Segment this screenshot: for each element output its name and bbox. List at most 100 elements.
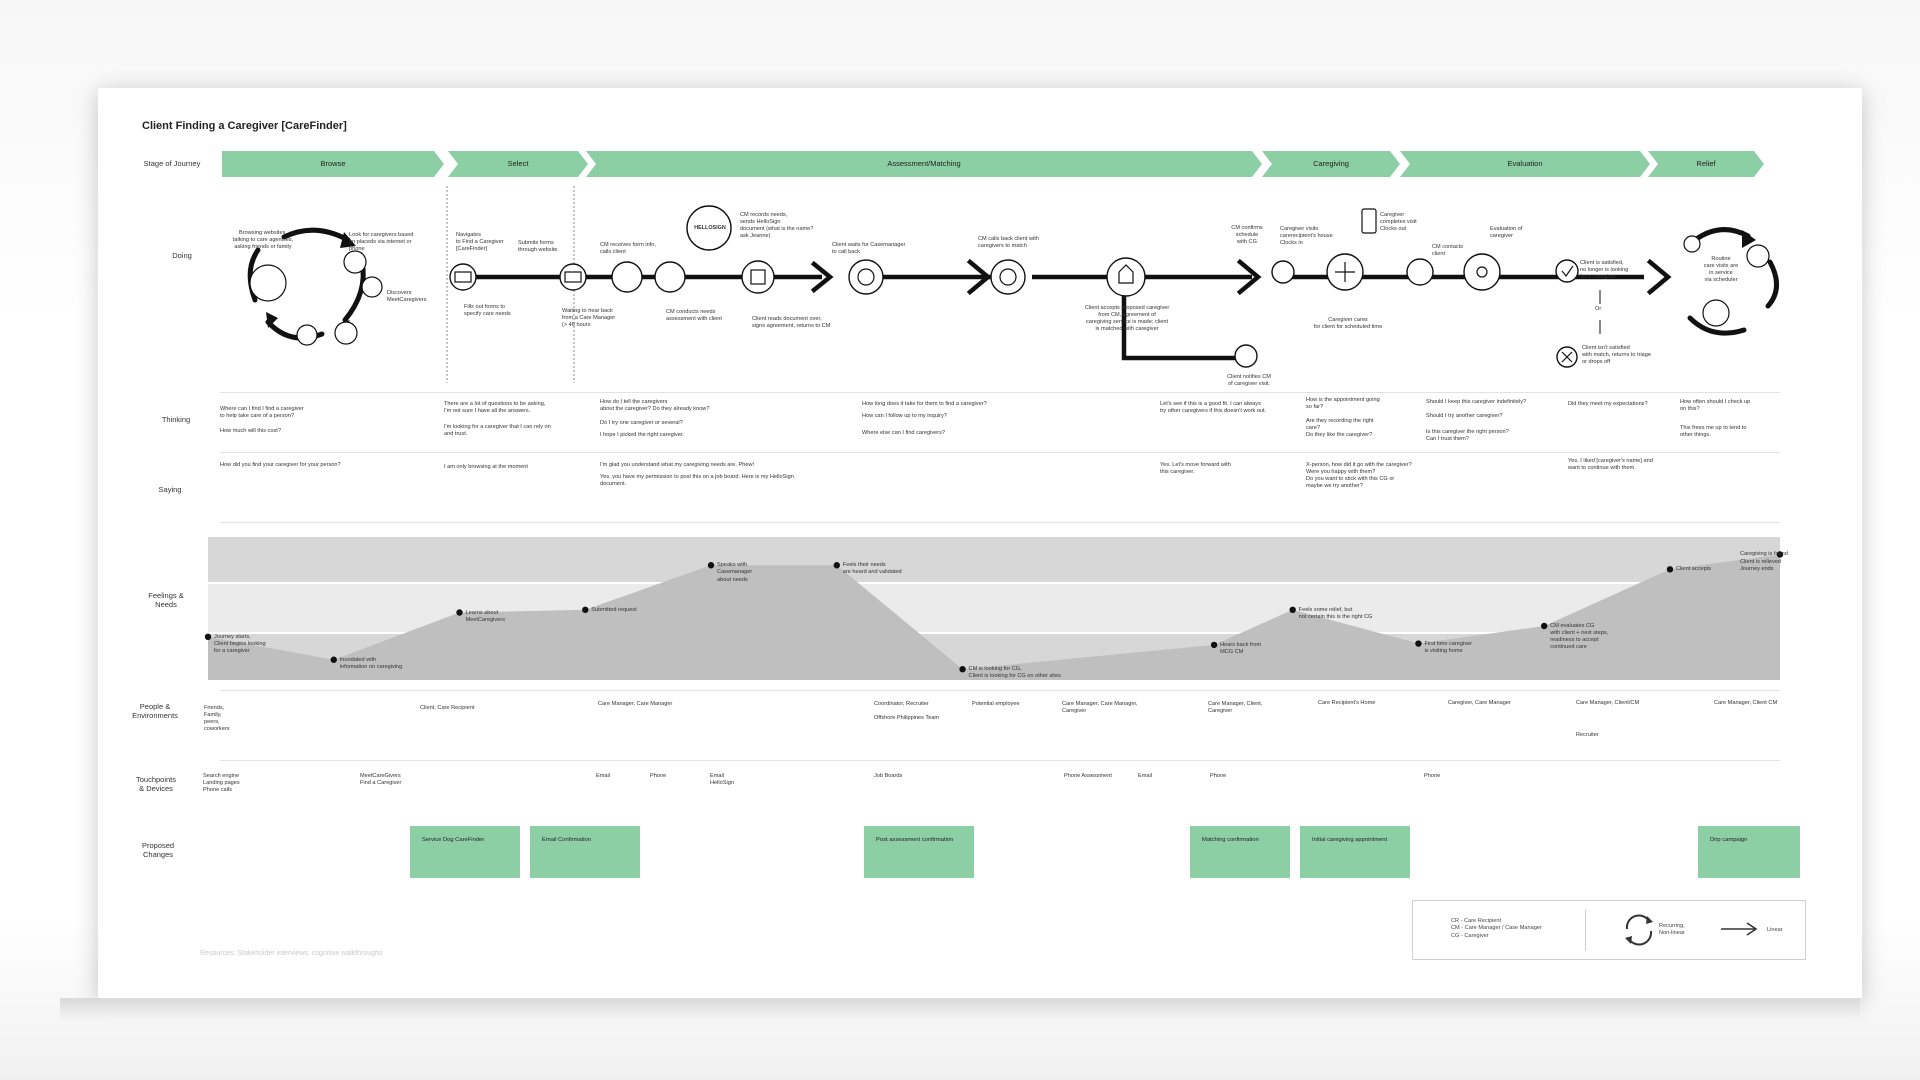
people-note: Care Manager, Care Manager	[598, 701, 673, 707]
feelings-point-label: First time caregiver is visiting home	[1424, 640, 1472, 654]
thinking-note: Where can I find I find a caregiver to h…	[220, 406, 304, 420]
row-divider	[220, 690, 1780, 691]
thinking-note: How often should I check up on this?	[1680, 399, 1751, 413]
thinking-note: Do I try one caregiver or several?	[600, 420, 683, 426]
thinking-note: How long does it take for them to find a…	[862, 401, 987, 407]
feelings-point	[582, 606, 589, 613]
thinking-note: Should I keep this caregiver indefinitel…	[1426, 399, 1527, 405]
thinking-note: This frees me up to tend to other things…	[1680, 425, 1747, 439]
feelings-point-label: Journey starts, Client begins looking fo…	[214, 633, 266, 655]
thinking-note: How much will this cost?	[220, 428, 281, 434]
legend-linear-label: Linear	[1767, 927, 1783, 933]
doing-note: Fills out forms to specify care needs	[464, 304, 511, 318]
people-note: Coordinator, Recruiter	[874, 701, 929, 707]
resources-note: Resources: Stakeholder interviews, cogni…	[200, 950, 383, 957]
touchpoint-note: Phone Assessment	[1064, 773, 1112, 779]
feelings-area	[208, 554, 1780, 680]
touchpoint-note: Job Boards	[874, 773, 903, 779]
proposed-change-card[interactable]: Post assessment confirmation	[864, 826, 974, 878]
stage-label: Browse	[320, 159, 346, 168]
row-label-people: People & Environments	[132, 702, 178, 720]
feelings-point-label: Speaks with Casemanager about needs	[717, 562, 753, 583]
doing-note: CM conducts needs assessment with client	[666, 309, 722, 323]
stage-banner-select: Select	[448, 151, 588, 177]
proposed-change-card[interactable]: Service Dog CareFinder	[410, 826, 520, 878]
feelings-point-label: Learns about MeetCaregivers	[465, 609, 505, 623]
people-note: Recruiter	[1576, 732, 1599, 738]
doing-note: CM contacts client	[1432, 244, 1464, 258]
touchpoint-note: Phone	[650, 773, 667, 779]
row-label-doing: Doing	[172, 251, 192, 260]
saying-note: Yes, you have my permission to post this…	[600, 474, 794, 488]
feelings-point-label: Hears back from MCG CM	[1220, 641, 1262, 656]
touchpoint-note: Search engine Landing pages Phone calls	[203, 773, 240, 794]
saying-note: I'm glad you understand what my caregivi…	[600, 462, 755, 468]
saying-note: Yes. Let's move forward with this caregi…	[1160, 462, 1231, 476]
doing-note: Caregiver cares for client for scheduled…	[1313, 317, 1383, 331]
thinking-note: Is this caregiver the right person? Can …	[1426, 429, 1509, 443]
stage-label: Assessment/Matching	[887, 159, 961, 168]
feelings-point	[204, 633, 212, 640]
legend-divider	[1585, 909, 1586, 951]
doing-note: Client isn't satisfied with match, retur…	[1582, 345, 1652, 366]
page-title: Client Finding a Caregiver [CareFinder]	[142, 120, 347, 132]
doing-note: Client reads document over, signs agreem…	[752, 316, 831, 330]
legend: CR - Care Recipient CM - Care Manager / …	[1412, 900, 1806, 960]
feelings-point	[959, 666, 966, 673]
thinking-note: I'm looking for a caregiver that I can r…	[444, 424, 551, 438]
feelings-point	[1289, 606, 1296, 613]
doing-note: Client waits for Casemanager to call bac…	[832, 242, 906, 256]
doing-note: CM receives form info, calls client	[600, 242, 656, 256]
touchpoint-note: MeetCareGivers Find a Caregiver	[360, 773, 402, 787]
stage-banner-caregiving: Caregiving	[1262, 151, 1400, 177]
people-note: Potential employee	[972, 701, 1020, 707]
proposed-change-card[interactable]: Email Confirmation	[530, 826, 640, 878]
stage-label: Select	[507, 159, 529, 168]
doing-note: Caregiver visits carerecipient's house C…	[1280, 226, 1333, 247]
thinking-note: Should I try another caregiver?	[1426, 413, 1503, 419]
feelings-point-label: Client accepts	[1675, 566, 1712, 573]
row-divider	[220, 452, 1780, 453]
legend-abbreviations: CR - Care Recipient CM - Care Manager / …	[1451, 918, 1542, 939]
row-label-touchpoints: Touchpoints & Devices	[135, 775, 177, 793]
touchpoint-note: Email	[596, 773, 610, 779]
people-note: Caregiver, Care Manager	[1448, 700, 1511, 706]
board-shadow	[60, 998, 1860, 1020]
stage-label: Relief	[1696, 159, 1716, 168]
row-divider	[220, 522, 1780, 523]
feelings-point	[1210, 641, 1218, 649]
row-label-thinking: Thinking	[161, 415, 191, 424]
doing-note: Client notifies CM of caregiver visit.	[1227, 374, 1271, 388]
people-note: Care Manager, Client/CM	[1576, 700, 1640, 706]
proposed-change-card[interactable]: Drip campaign	[1698, 826, 1800, 878]
feelings-point	[833, 562, 840, 569]
doing-note: Submits forms through website	[518, 240, 558, 254]
feelings-point	[1776, 551, 1784, 558]
saying-note: How did you find your caregiver for your…	[220, 462, 341, 468]
feelings-point	[707, 562, 715, 569]
feelings-point-label: Submitted request	[591, 606, 637, 613]
feelings-point-label: Inundated with information on caregiving	[339, 656, 403, 670]
row-label-saying: Saying	[158, 485, 182, 494]
doing-note: Navigates to Find a Caregiver [CareFinde…	[456, 232, 504, 253]
proposed-change-card[interactable]: Initial caregiving appointment	[1300, 826, 1410, 878]
people-note: Care Manager, Care Manager, Caregiver	[1062, 701, 1138, 715]
thinking-note: How can I follow up to my inquiry?	[862, 413, 947, 419]
touchpoint-note: Phone	[1210, 773, 1227, 779]
linear-arrow-icon	[1721, 922, 1758, 936]
proposed-change-card[interactable]: Matching confirmation	[1190, 826, 1290, 878]
doing-note: Look for caregivers based on placeds via…	[349, 232, 414, 253]
touchpoint-note: Phone	[1424, 773, 1441, 779]
feelings-point	[1415, 640, 1422, 647]
doing-note: Waiting to hear back from a Care Manager…	[562, 308, 616, 329]
thinking-note: There are a lot of questions to be askin…	[444, 401, 546, 415]
doing-note: Routine care visits are in service via s…	[1703, 256, 1739, 284]
thinking-note: Let's see if this is a good fit. I can a…	[1160, 401, 1267, 415]
stage-banner-evaluation: Evaluation	[1400, 151, 1650, 177]
doing-note: CM calls back client with caregivers to …	[978, 236, 1039, 250]
row-divider	[220, 760, 1780, 761]
feelings-point-label: CM evaluates CG with client + next steps…	[1550, 623, 1609, 651]
saying-note: X-person, how did it go with the caregiv…	[1306, 462, 1412, 490]
